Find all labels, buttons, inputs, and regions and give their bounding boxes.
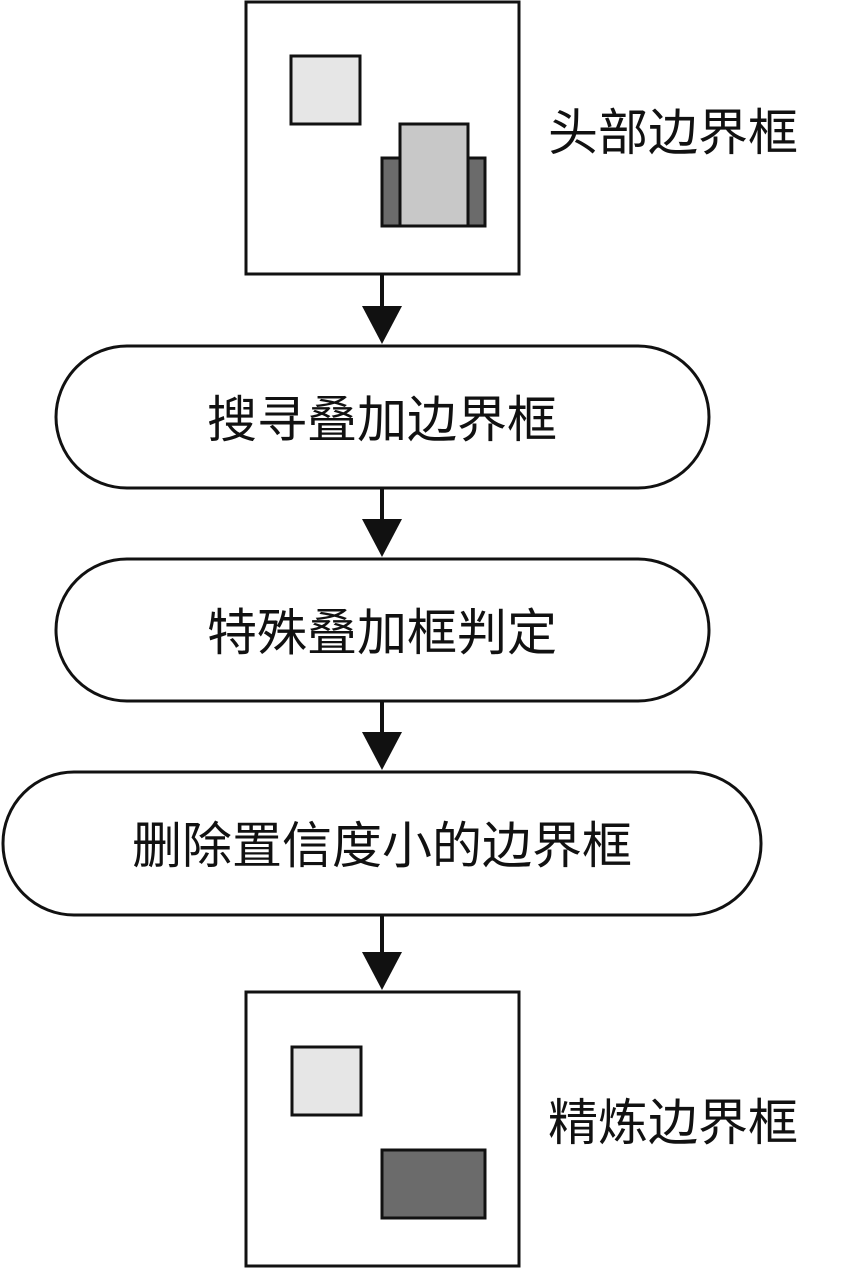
- step-2: 特殊叠加框判定: [54, 557, 711, 703]
- output-panel: [244, 990, 521, 1268]
- input-panel: [244, 0, 521, 276]
- step-2-label: 特殊叠加框判定: [207, 604, 557, 662]
- output-frame: [244, 990, 521, 1268]
- input-box-front-overlap: [398, 122, 470, 228]
- step-3-label: 删除置信度小的边界框: [132, 817, 632, 875]
- output-label: 精炼边界框: [548, 1094, 798, 1152]
- output-box-refined: [380, 1148, 487, 1220]
- input-label: 头部边界框: [548, 104, 798, 162]
- arrow-1: [362, 274, 402, 344]
- arrow-3: [362, 701, 402, 770]
- step-1-label: 搜寻叠加边界框: [207, 391, 557, 449]
- output-box-small: [290, 1045, 363, 1117]
- step-3: 删除置信度小的边界框: [1, 770, 763, 917]
- step-1: 搜寻叠加边界框: [54, 344, 711, 490]
- input-box-small: [289, 54, 362, 126]
- arrow-2: [362, 488, 402, 557]
- input-frame: [244, 0, 521, 276]
- arrow-4: [362, 915, 402, 990]
